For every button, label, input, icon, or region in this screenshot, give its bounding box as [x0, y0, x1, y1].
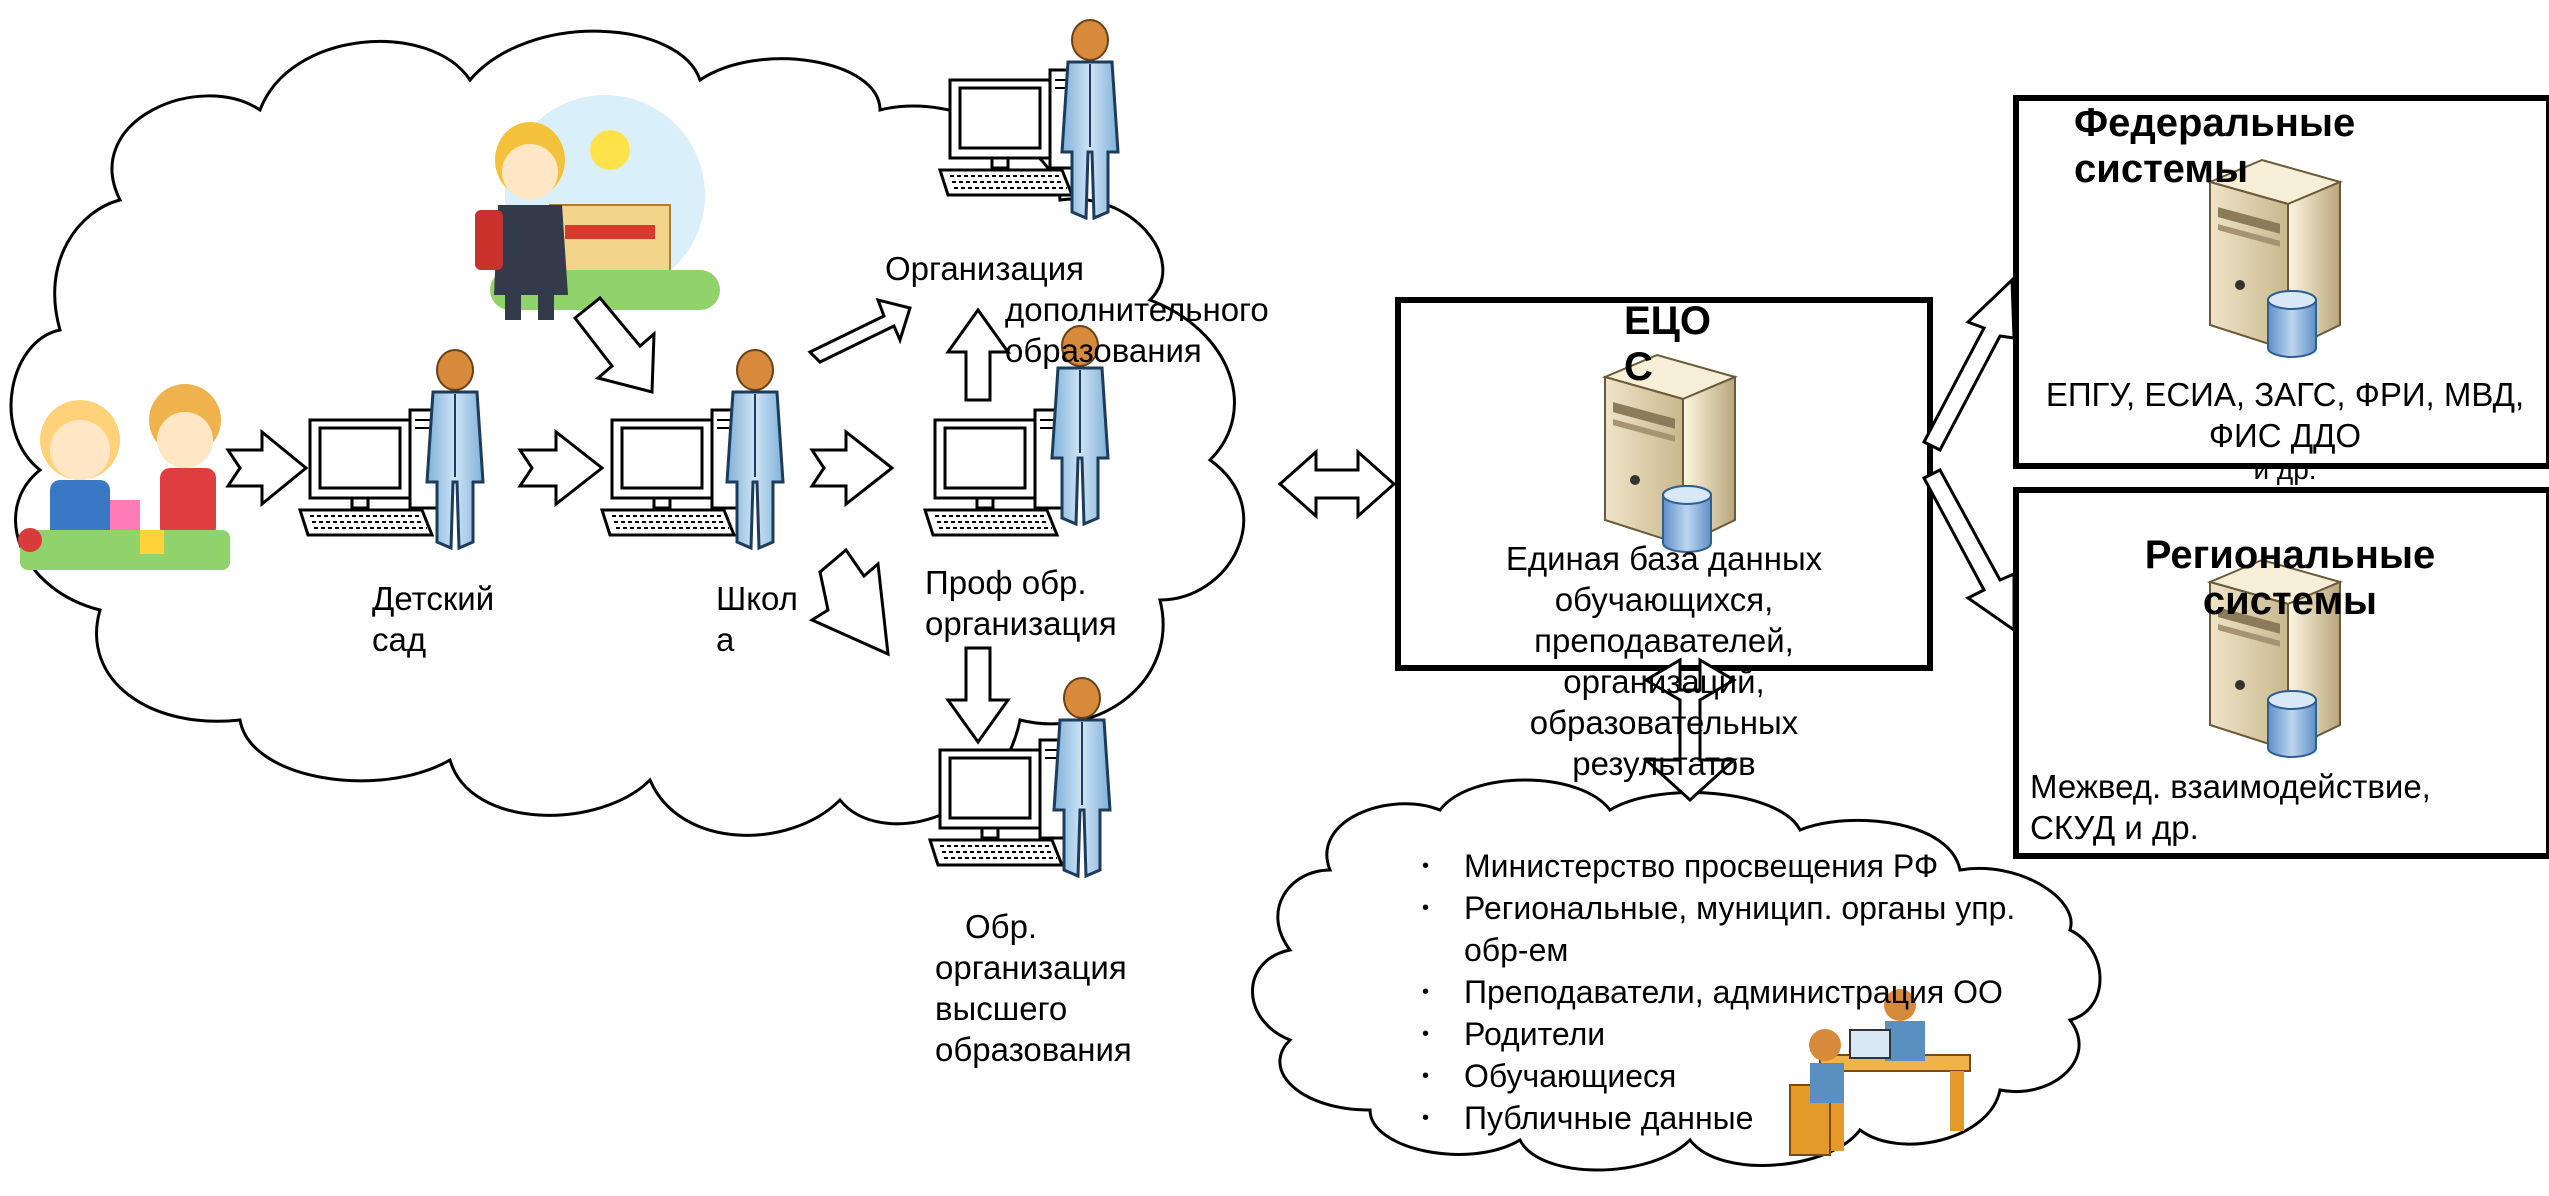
federal-title: Федеральные системы [2074, 100, 2355, 192]
arrow-ecos-federal [1921, 276, 2016, 452]
ecos-description-line2: обучающихся, [1554, 581, 1774, 618]
additional-edu-label-line1: Организация [885, 250, 1085, 287]
regional-description: Межвед. взаимодействие, СКУД и др. [2030, 766, 2431, 848]
arrow-school-to-prof [809, 428, 895, 508]
regional-title-line2: системы [2202, 579, 2378, 623]
kindergarten-label-line2: сад [372, 621, 427, 658]
higher-edu-label-line4: образования [935, 1031, 1132, 1068]
list-item: обр-ем [1464, 932, 1569, 968]
federal-title-line1: Федеральные [2074, 101, 2356, 145]
ecos-description-line5: образовательных [1529, 704, 1799, 741]
kindergarten-label: Детский сад [372, 578, 494, 660]
additional-edu-label: Организация дополнительного образования [885, 248, 1269, 371]
regional-title-line1: Региональные [2144, 533, 2436, 577]
ecos-title-line2: С [1624, 345, 1653, 389]
federal-box [2013, 95, 2549, 469]
higher-edu-label: Обр. организация высшего образования [935, 906, 1132, 1070]
ecos-description: Единая база данных обучающихся, преподав… [1460, 538, 1868, 784]
children-illustration [18, 384, 230, 570]
school-label: Школ а [716, 578, 798, 660]
prof-edu-label-line2: организация [925, 605, 1117, 642]
school-computer-icon [600, 408, 746, 537]
arrow-kg-to-school [517, 428, 605, 508]
schoolboy-illustration [475, 95, 720, 320]
federal-description-line1: ЕПГУ, ЕСИА, ЗАГС, ФРИ, МВД, [2045, 376, 2525, 413]
ecos-title: ЕЦО С [1624, 298, 1711, 390]
higher-edu-label-line3: высшего [935, 990, 1068, 1027]
users-list: Министерство просвещения РФ Региональные… [1408, 845, 2015, 1139]
school-label-line1: Школ [716, 580, 798, 617]
federal-description-line3: и др. [2253, 454, 2317, 485]
ecos-description-line4: организаций, [1563, 663, 1765, 700]
ecos-title-line1: ЕЦО [1624, 299, 1712, 343]
school-label-line2: а [716, 621, 735, 658]
arrow-prof-down [945, 646, 1011, 745]
ecos-description-line6: результатов [1572, 745, 1756, 782]
ecos-description-line1: Единая база данных [1505, 540, 1823, 577]
regional-description-line2: СКУД и др. [2030, 809, 2199, 846]
list-item: Родители [1408, 1013, 2015, 1055]
list-item: Обучающиеся [1408, 1055, 2015, 1097]
additional-edu-label-line2: дополнительного [1005, 291, 1269, 328]
ecos-description-line3: преподавателей, [1534, 622, 1794, 659]
list-item: Публичные данные [1408, 1097, 2015, 1139]
kindergarten-label-line1: Детский [372, 580, 495, 617]
prof-edu-label-line1: Проф обр. [925, 564, 1087, 601]
arrow-school-to-prof-bottom [808, 547, 890, 657]
list-item: Министерство просвещения РФ [1408, 845, 2015, 887]
arrow-cloud-ecos [1277, 448, 1397, 520]
regional-description-line1: Межвед. взаимодействие, [2030, 768, 2431, 805]
higher-edu-label-line2: организация [935, 949, 1127, 986]
federal-description-line2: ФИС ДДО [2208, 417, 2362, 454]
higher-computer-icon [928, 738, 1074, 867]
additional-computer-icon [938, 68, 1084, 197]
prof-edu-label: Проф обр. организация [925, 562, 1117, 644]
higher-edu-label-line1: Обр. [965, 908, 1038, 945]
regional-title: Региональные системы [2090, 532, 2490, 624]
arrow-boy-to-school [572, 295, 656, 394]
federal-description: ЕПГУ, ЕСИА, ЗАГС, ФРИ, МВД, ФИС ДДО и др… [2030, 374, 2540, 484]
kindergarten-computer-icon [298, 408, 444, 537]
arrow-ecos-regional [1921, 468, 2016, 633]
list-item: Преподаватели, администрация ОО [1408, 971, 2015, 1013]
arrow-prof-up [945, 307, 1011, 402]
arrow-school-to-additional [807, 297, 912, 364]
list-item: Региональные, муницип. органы упр. [1408, 887, 2015, 929]
prof-computer-icon [923, 408, 1069, 537]
arrow-kid-to-kg [225, 428, 309, 508]
regional-box [2013, 487, 2549, 859]
arrow-ecos-users [1642, 657, 1738, 803]
additional-edu-label-line3: образования [1005, 332, 1202, 369]
federal-title-line2: системы [2074, 147, 2249, 191]
